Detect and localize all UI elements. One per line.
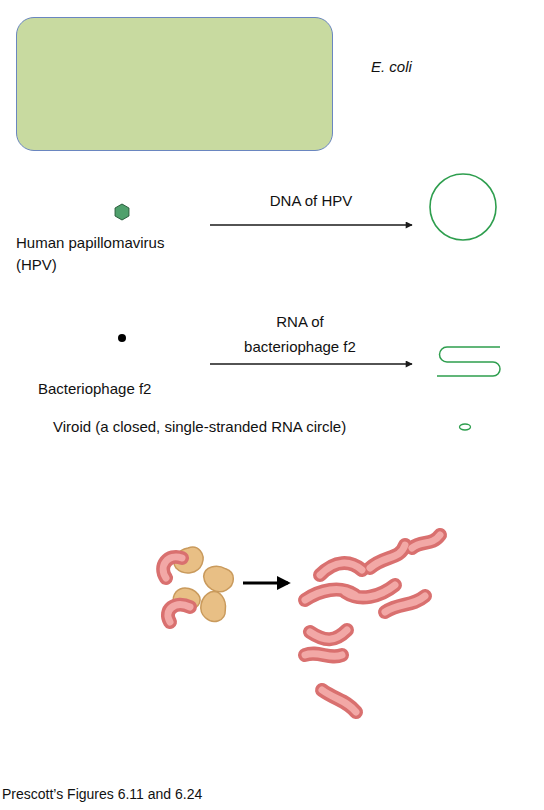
viroid-node: Viroid (a closed, single-stranded RNA ci… (457, 422, 473, 432)
prion-illustration (163, 535, 440, 712)
arrow-line (210, 363, 412, 365)
phage-node: Bacteriophage f2 (117, 333, 127, 343)
rna-strand (437, 347, 500, 376)
node-label: Bacteriophage f2 (38, 378, 198, 400)
node-shape (457, 422, 473, 432)
node-label: E. coli (371, 56, 451, 78)
figure-caption: Prescott’s Figures 6.11 and 6.24 (2, 786, 202, 802)
node-label: Viroid (a closed, single-stranded RNA ci… (53, 416, 393, 438)
prion-normal (197, 588, 231, 624)
arrow-label: RNA of bacteriophage f2 (235, 309, 365, 359)
virus-node: Human papillomavirus (HPV) (108, 198, 136, 226)
node-shape (117, 333, 127, 343)
node-shape (108, 198, 136, 226)
arrow-line (210, 224, 412, 226)
arrow-label: DNA of HPV (236, 188, 386, 213)
cell-box: E. coli (16, 17, 333, 151)
node-label: Human papillomavirus (HPV) (16, 232, 191, 276)
virus-hexagon (115, 204, 129, 220)
viroid-circle (460, 424, 471, 430)
dna-circle (430, 174, 496, 240)
phage-dot (118, 334, 126, 342)
conversion-arrow (243, 582, 288, 585)
